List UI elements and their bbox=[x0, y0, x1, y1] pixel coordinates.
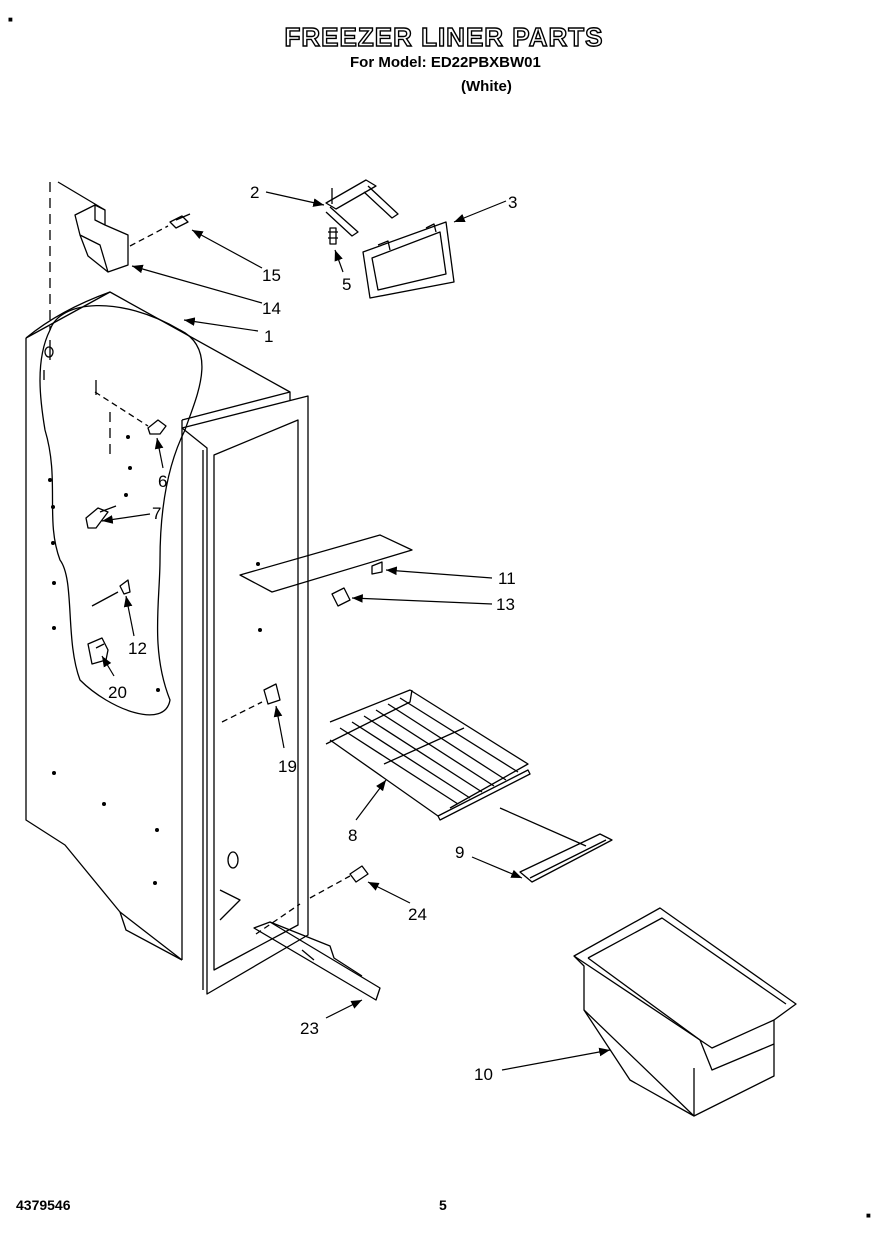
part-9-trim bbox=[499, 807, 613, 883]
leader-13 bbox=[351, 594, 493, 605]
callout-8: 8 bbox=[348, 826, 357, 845]
leader-14 bbox=[131, 264, 263, 304]
model-line: For Model: ED22PBXBW01 bbox=[350, 54, 541, 71]
part-24-screw bbox=[309, 865, 369, 899]
leader-6 bbox=[154, 437, 164, 469]
leader-9 bbox=[471, 856, 523, 879]
leader-20 bbox=[101, 655, 115, 677]
freezer-liner bbox=[25, 291, 309, 995]
callout-2: 2 bbox=[250, 183, 259, 202]
part-7-bracket bbox=[85, 505, 117, 529]
callout-15: 15 bbox=[262, 266, 281, 285]
page-number: 5 bbox=[439, 1197, 447, 1213]
callout-1: 1 bbox=[264, 327, 273, 346]
part-20-block bbox=[87, 637, 109, 665]
callout-14: 14 bbox=[262, 299, 281, 318]
callout-19: 19 bbox=[278, 757, 297, 776]
callout-13: 13 bbox=[496, 595, 515, 614]
leader-19 bbox=[273, 705, 285, 749]
callout-24: 24 bbox=[408, 905, 427, 924]
callout-6: 6 bbox=[158, 472, 167, 491]
part-6-clip bbox=[94, 380, 167, 460]
corner-registration-mark: ■ bbox=[8, 15, 13, 24]
leader-15 bbox=[191, 229, 263, 269]
part-10-bin bbox=[573, 907, 797, 1117]
leader-5 bbox=[334, 249, 344, 273]
callout-5: 5 bbox=[342, 275, 351, 294]
part-2-bracket bbox=[325, 179, 399, 237]
callout-10: 10 bbox=[474, 1065, 493, 1084]
part-5-screw bbox=[328, 227, 338, 245]
leader-3 bbox=[453, 200, 507, 223]
callout-20: 20 bbox=[108, 683, 127, 702]
leader-8 bbox=[355, 779, 387, 821]
color-variant: (White) bbox=[461, 78, 512, 95]
callout-11: 11 bbox=[498, 569, 516, 588]
part-3-frame bbox=[362, 221, 455, 299]
part-8-wire-shelf bbox=[325, 689, 531, 821]
leader-1 bbox=[183, 317, 259, 332]
part-11-13-shelf bbox=[239, 534, 413, 607]
part-14-bracket bbox=[49, 181, 129, 330]
part-23-bracket bbox=[253, 903, 381, 1001]
callout-12: 12 bbox=[128, 639, 147, 658]
leader-23 bbox=[325, 999, 363, 1019]
part-15-screw bbox=[129, 213, 191, 247]
leader-10 bbox=[501, 1047, 611, 1071]
callout-7: 7 bbox=[152, 504, 161, 523]
callout-23: 23 bbox=[300, 1019, 319, 1038]
document-number: 4379546 bbox=[16, 1197, 71, 1213]
leader-12 bbox=[123, 595, 135, 637]
leader-2 bbox=[265, 191, 325, 207]
corner-registration-mark: ■ bbox=[866, 1211, 871, 1220]
part-12-screw bbox=[91, 579, 131, 607]
callout-9: 9 bbox=[455, 843, 464, 862]
callout-3: 3 bbox=[508, 193, 517, 212]
page-title: FREEZER LINER PARTS bbox=[284, 21, 604, 52]
leader-7 bbox=[101, 513, 151, 524]
leader-24 bbox=[367, 881, 411, 904]
leader-11 bbox=[385, 566, 493, 579]
part-19-bracket bbox=[221, 683, 281, 723]
